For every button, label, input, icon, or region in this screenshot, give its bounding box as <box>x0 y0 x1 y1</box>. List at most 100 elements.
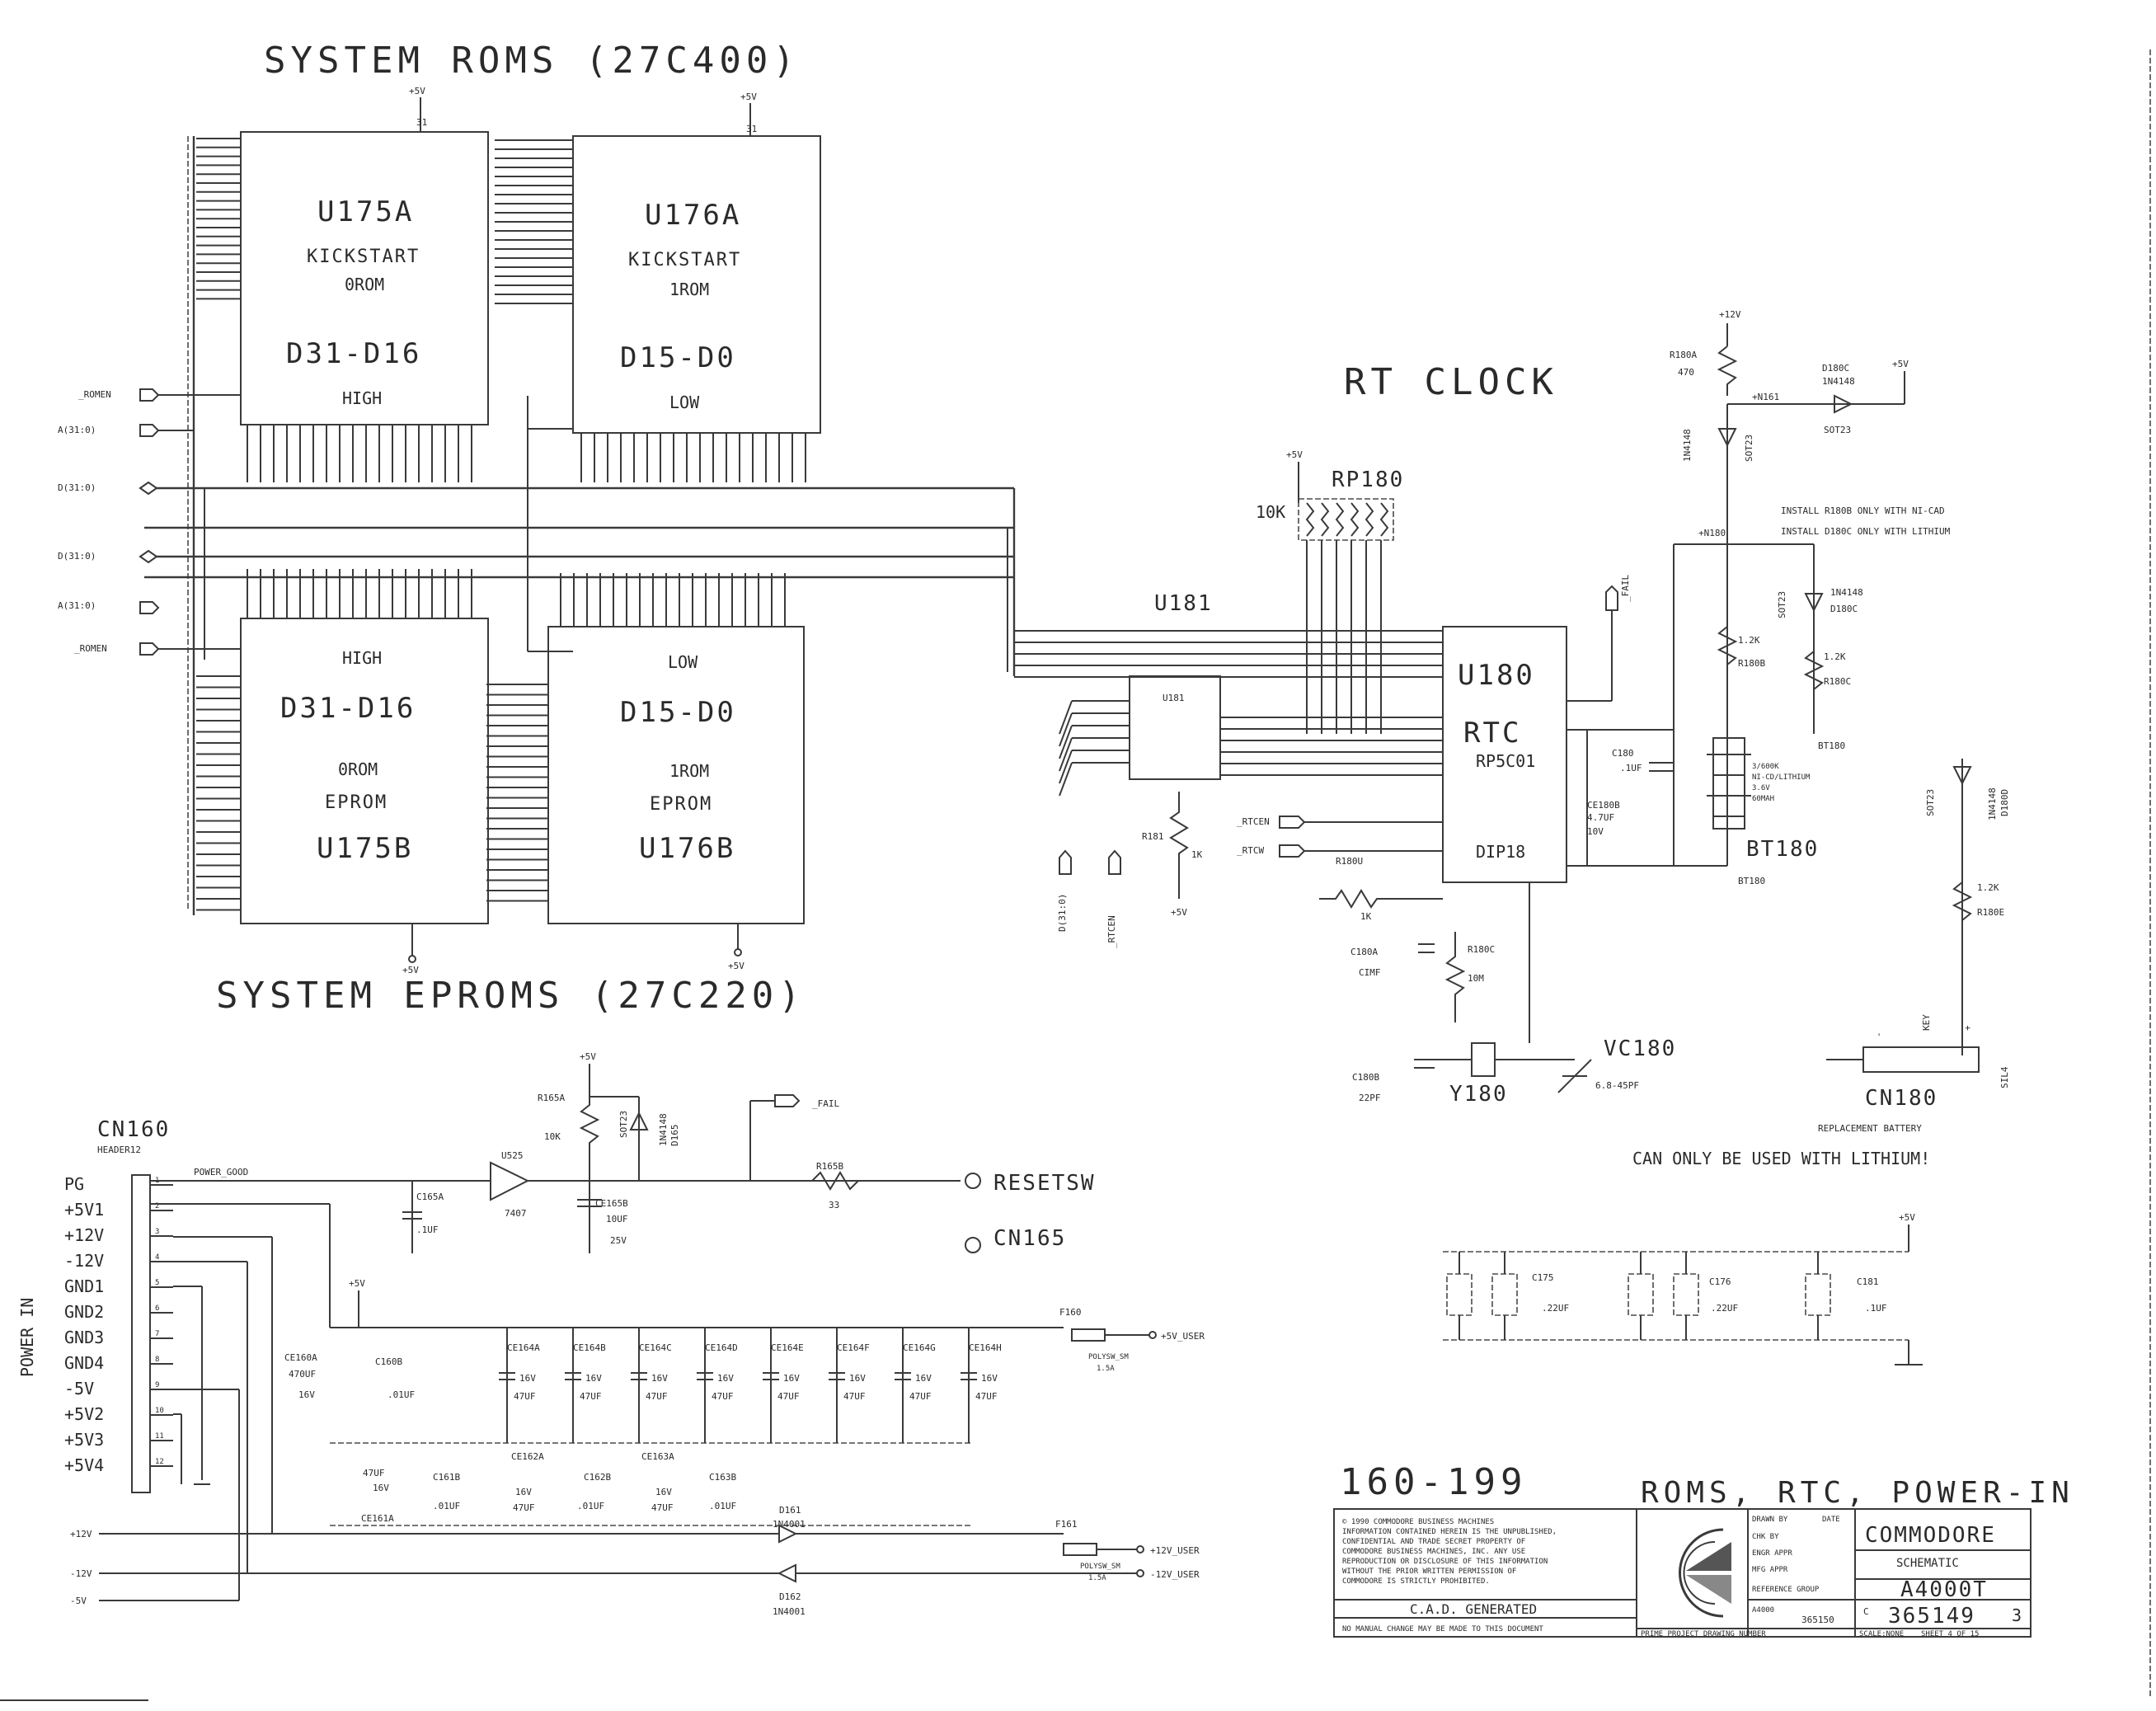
ce161a-ref: CE161A <box>361 1513 394 1524</box>
cn160-pin-label: +12V <box>64 1225 104 1245</box>
bulk-cap-ref: CE164F <box>837 1342 870 1353</box>
vc180-arrow <box>1557 1059 1592 1093</box>
cad-generated: C.A.D. GENERATED <box>1410 1601 1537 1617</box>
u176a-vcc-pin: 31 <box>746 124 757 134</box>
r181-zigzag <box>1169 792 1189 899</box>
copyright-line: CONFIDENTIAL AND TRADE SECRET PROPERTY O… <box>1342 1538 1525 1546</box>
d180c-diode <box>1834 394 1853 414</box>
r165a-ref: R165A <box>538 1093 565 1103</box>
r180u-zigzag <box>1319 889 1443 909</box>
cn160-type: HEADER12 <box>97 1145 141 1155</box>
u175b-ref: U175B <box>317 832 413 865</box>
u180-ref: U180 <box>1458 659 1535 692</box>
cn180-note-2: CAN ONLY BE USED WITH LITHIUM! <box>1632 1149 1930 1168</box>
bulk-cap-ref: CE164G <box>903 1342 936 1353</box>
c161a-voltage: 16V <box>373 1483 389 1493</box>
u176a-bits: D15-D0 <box>620 341 736 374</box>
bulk-cap-voltage: 16V <box>519 1373 536 1384</box>
bypass-vcc: +5V <box>1899 1212 1915 1223</box>
rp180-resistors <box>1305 502 1389 734</box>
cn160-connector <box>131 1174 151 1493</box>
d165-ref: D165 <box>669 1125 680 1147</box>
chip-u181 <box>1129 675 1221 780</box>
cn160-pin-number: 8 <box>155 1356 159 1364</box>
u175b-vpp-term <box>408 955 416 963</box>
r165a-vcc: +5V <box>580 1051 596 1062</box>
r165a-value: 10K <box>544 1131 561 1142</box>
d162-part: 1N4001 <box>773 1606 806 1617</box>
rom-section-title: SYSTEM ROMS (27C400) <box>264 40 800 82</box>
u175a-vcc-pin: 31 <box>416 117 427 128</box>
f161-rating: 1.5A <box>1088 1574 1106 1582</box>
bulk-cap-ref: CE164B <box>573 1342 606 1353</box>
userm12-terminal <box>1136 1569 1144 1577</box>
u175b-sub: 0ROM <box>338 759 378 779</box>
addr-port-2 <box>139 601 160 614</box>
d180c-part: 1N4148 <box>1822 376 1855 387</box>
c180a-value: CIMF <box>1359 967 1381 978</box>
copyright-line: © 1990 COMMODORE BUSINESS MACHINES <box>1342 1518 1494 1526</box>
u176b-sub: 1ROM <box>669 761 709 781</box>
d180e-pkg: SOT23 <box>1925 789 1936 816</box>
r165b-zigzag <box>811 1171 859 1191</box>
rp180-element <box>1305 502 1315 537</box>
sheet-range: 160-199 <box>1340 1461 1527 1503</box>
cn160-pin-label: -5V <box>64 1379 94 1398</box>
a-bus-port-label: _RTCEN <box>1106 915 1117 948</box>
fan-line <box>1059 725 1073 759</box>
u175a-address-pins <box>196 138 241 300</box>
r180e-ref: R180E <box>1977 907 2004 918</box>
cn165-label: CN165 <box>993 1226 1066 1251</box>
fan-line <box>1059 700 1073 735</box>
rtc-section-title: RT CLOCK <box>1344 361 1558 403</box>
sheet-title: ROMS, RTC, POWER-IN <box>1641 1476 2074 1510</box>
cn160-pin-label: GND2 <box>64 1302 104 1322</box>
cn180-key: KEY <box>1921 1014 1932 1031</box>
vc180-value: 6.8-45PF <box>1595 1080 1639 1091</box>
u180-type: RTC <box>1463 717 1521 750</box>
u176b-vpp-term <box>734 948 742 957</box>
railm12-label: -12V <box>70 1568 92 1579</box>
rp180-value: 10K <box>1256 502 1285 522</box>
cn160-ref: CN160 <box>97 1117 170 1142</box>
u181-ref: U181 <box>1154 591 1213 616</box>
u176a-sub: 1ROM <box>669 280 709 299</box>
u176b-type: EPROM <box>650 794 712 815</box>
title-block-frame <box>1333 1508 2032 1638</box>
bulk-cap-ref: CE164H <box>969 1342 1002 1353</box>
ce162a-ref: CE162A <box>511 1451 544 1462</box>
f161-ref: F161 <box>1055 1519 1078 1530</box>
r180c2-zigzag <box>1803 651 1825 690</box>
r180b-zigzag <box>1717 626 1738 665</box>
ce165b-ref: CE165B <box>595 1198 628 1209</box>
signal-data-2: D(31:0) <box>58 551 96 562</box>
u176a-ref: U176A <box>645 199 741 232</box>
u175a-data-pins <box>247 425 472 482</box>
r165b-value: 33 <box>829 1200 839 1210</box>
d180c-ref: D180C <box>1822 363 1849 374</box>
u176a-address-pins <box>495 139 573 304</box>
tb-sheet: SHEET 4 OF 15 <box>1921 1630 1979 1638</box>
rtcen-label: _RTCEN <box>1237 816 1270 827</box>
cn180-note: REPLACEMENT BATTERY <box>1818 1123 1922 1134</box>
c163b-ref: C163B <box>709 1472 736 1483</box>
u176b-data-pins <box>560 573 786 627</box>
r180c2-ref: R180C <box>1824 676 1851 687</box>
ce163a-voltage: 16V <box>655 1487 672 1497</box>
signal-addr-2: A(31:0) <box>58 600 96 611</box>
d180-a-part: 1N4148 <box>1682 429 1693 462</box>
user12-label: +12V_USER <box>1150 1545 1200 1556</box>
d165-pkg: SOT23 <box>618 1111 629 1138</box>
cn160-pin-label: +5V3 <box>64 1430 104 1450</box>
bulk-cap-voltage: 16V <box>651 1373 668 1384</box>
d180d-pkg: SOT23 <box>1777 591 1787 618</box>
bulk-cap-voltage: 16V <box>981 1373 998 1384</box>
c162b-ref: C162B <box>584 1472 611 1483</box>
rp180-element <box>1350 502 1360 537</box>
ce165b-voltage: 25V <box>610 1235 627 1246</box>
u176a-vcc: +5V <box>740 92 757 102</box>
tb-drawn: DRAWN BY <box>1752 1516 1788 1524</box>
tb-size: C <box>1863 1606 1869 1617</box>
chip-u175a <box>240 131 489 425</box>
